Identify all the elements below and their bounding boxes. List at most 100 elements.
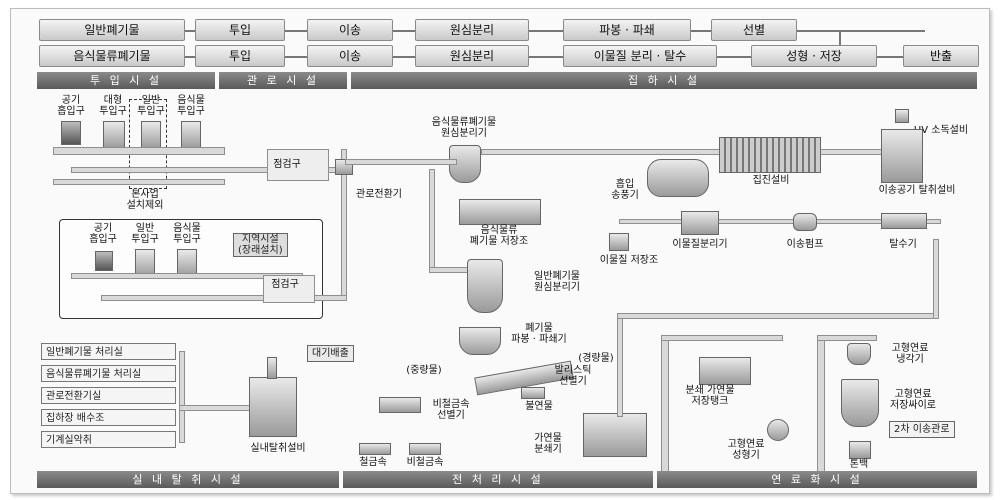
flow1-input: 투입: [195, 19, 285, 41]
secondary-pipe-tag: 2차 이송관로: [889, 421, 955, 438]
blower-icon: [647, 159, 709, 197]
legend-diverter-room: 관로전환기실: [41, 387, 176, 404]
regional-air-icon: [95, 251, 113, 271]
flow2-connector: [185, 56, 905, 58]
tonbag-label: 톤백: [849, 459, 869, 470]
general-pipe-h: [429, 267, 471, 273]
inspection-box-regional: [263, 275, 315, 303]
general-centrifuge-icon: [467, 259, 503, 313]
flow1-sort-drop: [839, 30, 841, 50]
legend-drain: 집하장 배수조: [41, 409, 176, 426]
blower-label: 흡입 송풍기: [611, 179, 639, 201]
band-pretreatment: 전 처 리 시 설: [343, 471, 653, 488]
inlet-food-label: 음식물 투입구: [177, 95, 205, 117]
pump-icon: [793, 213, 817, 231]
nonferrous-icon: [409, 443, 441, 455]
general-centrifuge-label: 일반폐기물 원심분리기: [534, 271, 580, 293]
flow1-general-waste: 일반폐기물: [39, 19, 185, 41]
foreign-storage-icon: [609, 233, 629, 251]
flow1-centrifuge: 원심분리: [415, 19, 529, 41]
flow2-input: 투입: [195, 45, 285, 67]
legend-general-room: 일반폐기물 처리실: [41, 343, 176, 360]
food-storage-label: 음식물류 폐기물 저장조: [469, 225, 529, 247]
band-indoor-deodor: 실 내 탈 취 시 설: [37, 471, 339, 488]
shredder-icon: [459, 327, 501, 355]
legend-food-room: 음식물류폐기물 처리실: [41, 365, 176, 382]
light-label: (경량물): [578, 353, 614, 364]
air-emission-tag: 대기배출: [307, 345, 354, 362]
combustible-shredder-icon: [583, 413, 647, 457]
silo-icon: [841, 379, 879, 427]
pump-label: 이송펌프: [786, 239, 824, 250]
dust-collector-icon: [719, 137, 821, 173]
cooler-icon: [847, 343, 871, 365]
separator-label: 이물질분리기: [672, 239, 728, 250]
inlet-large-label: 대형 투입구: [99, 95, 127, 117]
band-collection: 집 하 시 설: [351, 72, 977, 89]
collect-upper-pipe: [481, 149, 903, 155]
ferrous-label: 철금속: [359, 457, 387, 468]
combustible-shredder-label: 가연물 분쇄기: [534, 433, 562, 455]
band-input: 투 입 시 설: [37, 72, 215, 89]
flow2-release: 반출: [903, 45, 979, 67]
uv-label: UV 소독설비: [913, 125, 969, 136]
crushed-tank-label: 분쇄 가연물 저장탱크: [685, 385, 735, 407]
inlet-large-icon: [103, 121, 125, 149]
inlet-general-label: 일반 투입구: [137, 95, 165, 117]
regional-general-label: 일반 투입구: [131, 223, 159, 245]
flow2-transport: 이송: [307, 45, 393, 67]
pellet-machine-icon: [767, 419, 789, 441]
process-diagram: 일반폐기물 투입 이송 원심분리 파봉 · 파쇄 선별 음식물류폐기물 투입 이…: [10, 8, 990, 494]
flow2-forming: 성형 · 저장: [751, 45, 877, 67]
indoor-deodor-label: 실내탈취설비: [250, 443, 306, 454]
collect-main-pipe: [345, 159, 457, 165]
excluded-dashed-box: [129, 99, 167, 189]
shredder-label: 폐기물 파봉 · 파쇄기: [511, 323, 567, 345]
band-pipeline: 관 로 시 설: [219, 72, 347, 89]
uv-unit-icon: [895, 109, 909, 123]
diverter-label: 관로전환기: [356, 189, 402, 200]
indoor-deodor-stack: [267, 357, 277, 379]
basement-wall-top: [53, 147, 225, 155]
separator-icon: [681, 211, 719, 235]
basement-floor-top: [53, 179, 225, 185]
regional-air-label: 공기 흡입구: [89, 223, 117, 245]
inlet-food-icon: [181, 121, 201, 149]
flow2-food-waste: 음식물류폐기물: [39, 45, 185, 67]
elevator-1-top: [661, 335, 783, 341]
magnetic-icon: [379, 397, 421, 413]
no-install-label: 본사업 설치제외: [126, 189, 164, 211]
general-pipe: [429, 169, 435, 271]
regional-food-label: 음식물 투입구: [173, 223, 201, 245]
inspection-label-regional: 점검구: [271, 279, 299, 290]
noncombustible-label: 불연물: [525, 401, 553, 412]
magnetic-label: 비철금속 선별기: [432, 399, 470, 421]
fuel-pipe-left: [617, 315, 623, 417]
dehydrator-label: 탈수기: [889, 239, 917, 250]
nonferrous-label: 비철금속: [406, 457, 444, 468]
legend-to-deodor-pipe: [179, 405, 251, 411]
cooler-label: 고형연료 냉각기: [891, 343, 929, 365]
flow1-shred: 파봉 · 파쇄: [563, 19, 691, 41]
elevator-2-top: [817, 335, 877, 341]
crushed-tank-icon: [699, 357, 751, 385]
regional-pipe: [101, 295, 347, 301]
separation-pipe: [619, 219, 941, 224]
heavy-label: (중량물): [406, 365, 442, 376]
food-storage-icon: [459, 199, 541, 225]
tonbag-icon: [849, 441, 871, 459]
ferrous-icon: [359, 443, 391, 455]
elevator-1: [661, 337, 669, 479]
flow1-connector: [185, 30, 925, 32]
legend-machine-room: 기계실악취: [41, 431, 176, 448]
ballistic-label: 발리스틱 선별기: [554, 365, 592, 387]
dust-collector-label: 집진설비: [752, 175, 790, 186]
indoor-deodor-icon: [249, 377, 297, 437]
elevator-2: [817, 337, 825, 479]
legend-collector-pipe: [179, 351, 185, 443]
fuel-pipe-top: [617, 313, 939, 319]
deodor-tower-icon: [881, 129, 923, 183]
flow2-centrifuge: 원심분리: [415, 45, 529, 67]
fuel-pipe-down: [933, 239, 939, 319]
food-centrifuge-label: 음식물류폐기물 원심분리기: [431, 117, 497, 139]
